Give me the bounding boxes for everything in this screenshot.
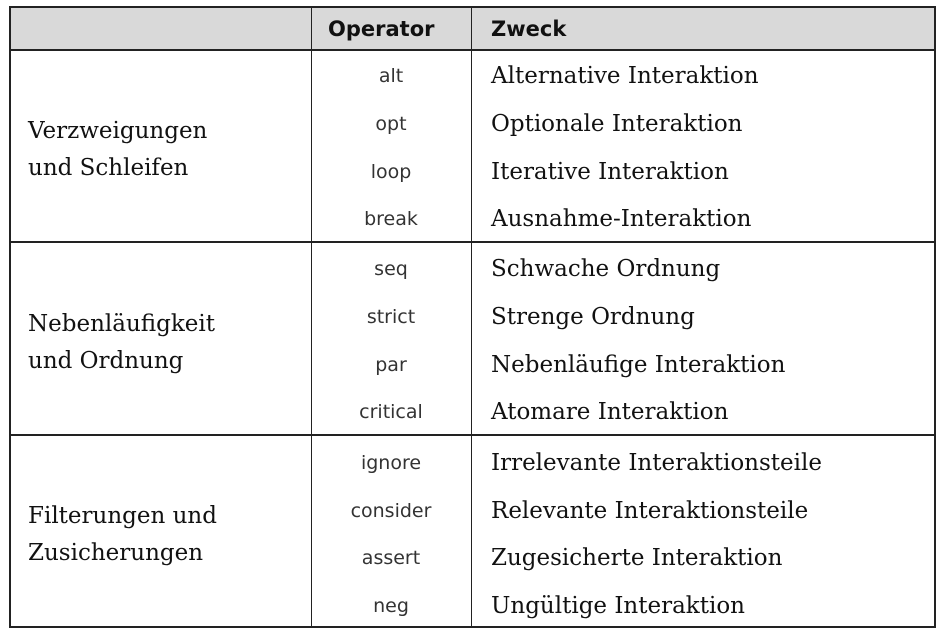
header-zweck: Zweck: [491, 17, 567, 41]
zweck-cell: Alternative Interaktion: [491, 63, 759, 89]
zweck-cell: Nebenläufige Interaktion: [491, 352, 786, 378]
group-label-line: Filterungen und: [28, 503, 217, 529]
group-label-line: und Schleifen: [28, 155, 189, 181]
operator-cell: loop: [370, 161, 412, 183]
operator-cell: seq: [374, 258, 408, 280]
operator-cell: critical: [359, 401, 423, 423]
group-label-line: Zusicherungen: [28, 540, 204, 566]
group-label-verzweigungen: Verzweigungen und Schleifen: [28, 113, 207, 187]
group-label-nebenlaeufigkeit: Nebenläufigkeit und Ordnung: [28, 306, 215, 380]
operator-table: Operator Zweck Verzweigungen und Schleif…: [9, 6, 936, 628]
operator-cell: strict: [366, 306, 416, 328]
zweck-cell: Iterative Interaktion: [491, 159, 729, 185]
zweck-cell: Zugesicherte Interaktion: [491, 545, 783, 571]
group-label-filterungen: Filterungen und Zusicherungen: [28, 498, 217, 572]
operator-cell: break: [364, 208, 418, 230]
group-separator-2: [11, 434, 934, 436]
zweck-cell: Relevante Interaktionsteile: [491, 498, 809, 524]
operator-cell: ignore: [360, 452, 422, 474]
zweck-cell: Optionale Interaktion: [491, 111, 743, 137]
group-label-line: Nebenläufigkeit: [28, 311, 215, 337]
operator-cell: opt: [375, 113, 407, 135]
column-divider-2: [471, 8, 472, 626]
column-divider-1: [311, 8, 312, 626]
table-header: [11, 8, 934, 51]
zweck-cell: Schwache Ordnung: [491, 256, 721, 282]
operator-cell: par: [375, 354, 407, 376]
zweck-cell: Atomare Interaktion: [491, 399, 729, 425]
zweck-cell: Strenge Ordnung: [491, 304, 695, 330]
group-label-line: Verzweigungen: [28, 118, 208, 144]
operator-cell: assert: [361, 547, 421, 569]
zweck-cell: Ungültige Interaktion: [491, 593, 745, 619]
operator-cell: consider: [350, 500, 432, 522]
operator-cell: neg: [373, 595, 409, 617]
group-separator-1: [11, 241, 934, 243]
group-label-line: und Ordnung: [28, 348, 184, 374]
operator-cell: alt: [378, 65, 404, 87]
zweck-cell: Ausnahme-Interaktion: [491, 206, 752, 232]
zweck-cell: Irrelevante Interaktionsteile: [491, 450, 822, 476]
header-operator: Operator: [328, 17, 435, 41]
